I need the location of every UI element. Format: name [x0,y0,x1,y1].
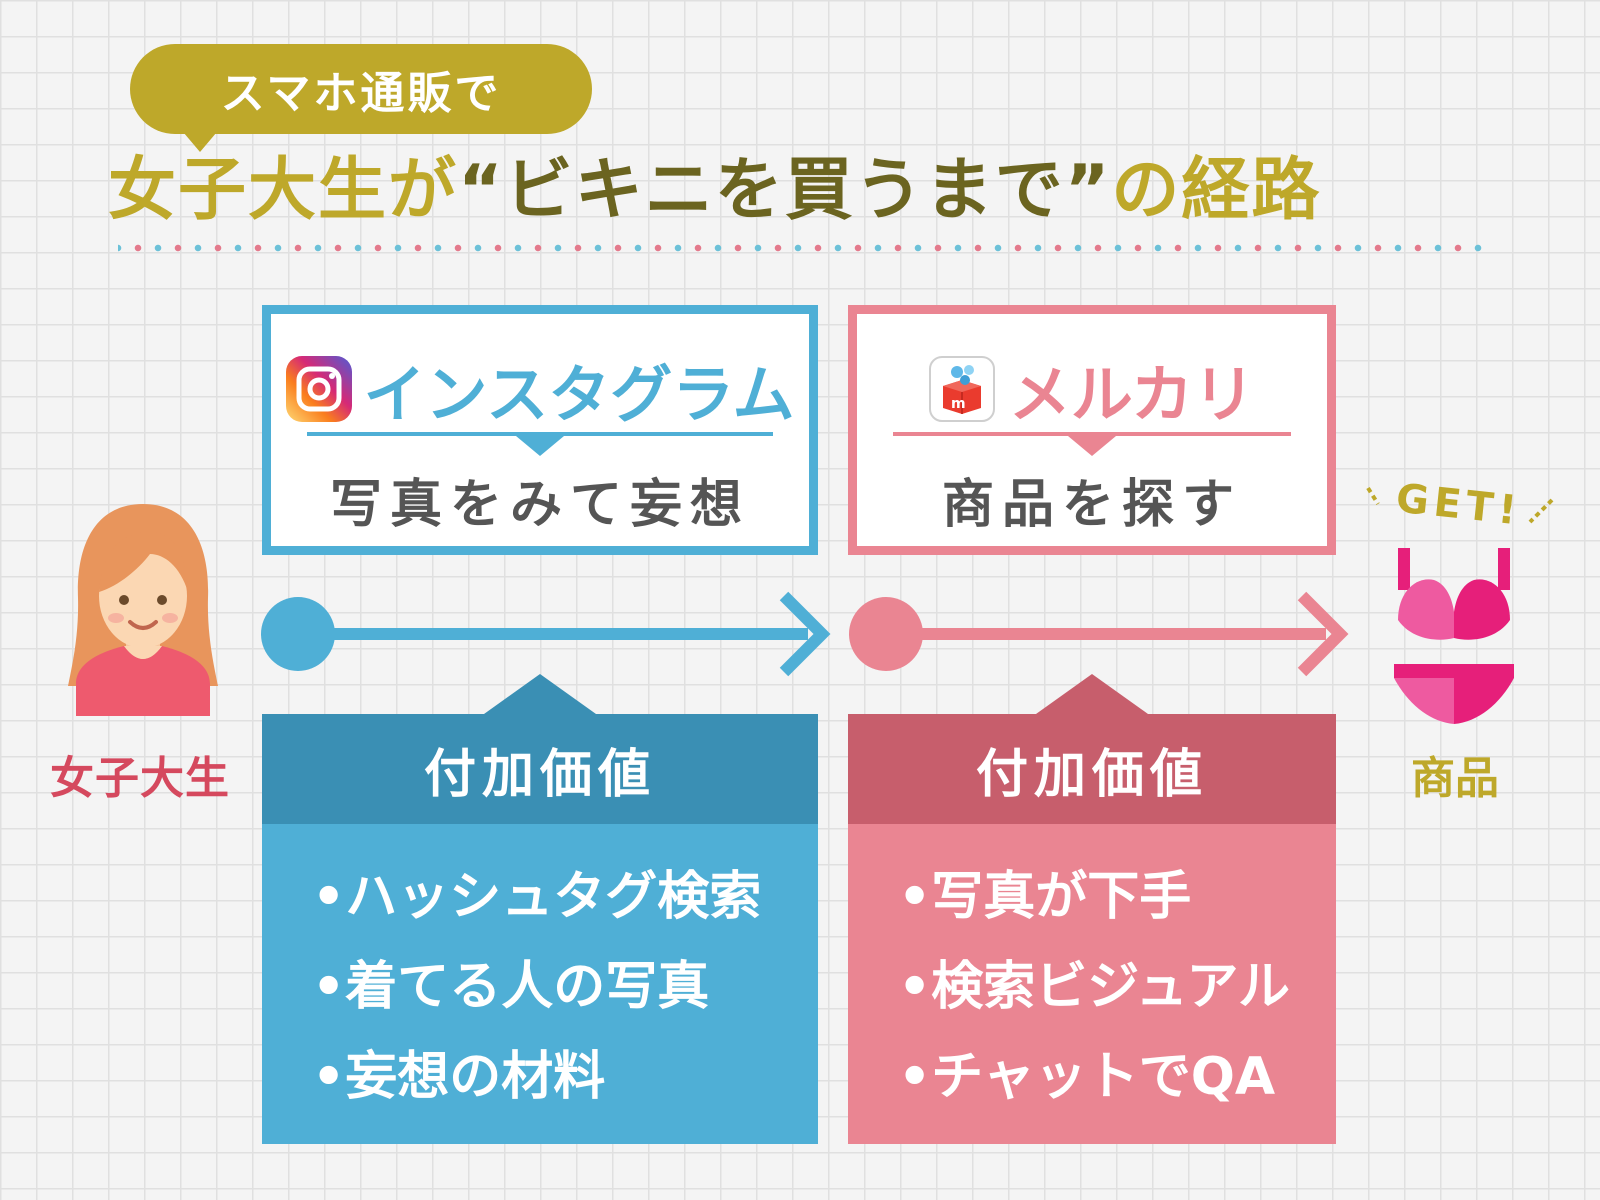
mercari-caption: 商品を探す [941,475,1242,535]
instagram-value-list: •ハッシュタグ検索 •着てる人の写真 •妄想の材料 [262,824,818,1144]
mercari-title: m メルカリ [857,344,1327,434]
instagram-caption: 写真をみて妄想 [329,475,750,535]
mercari-step-box: m メルカリ 商品を探す [848,305,1336,555]
bikini-icon [1394,548,1514,724]
instagram-value-header: 付加価値 [262,714,818,824]
mercari-value-item: •検索ビジュアル [898,957,1291,1017]
instagram-name: インスタグラム [363,358,795,431]
instagram-arrow [261,591,831,677]
page-title: 女子大生が“ビキニを買うまで”の経路 [108,146,1508,236]
subtitle-text: スマホ通販で [220,68,502,119]
instagram-icon [285,356,352,422]
instagram-title: インスタグラム [271,344,809,434]
instagram-rule [307,432,773,436]
bubble-tail [178,126,222,152]
instagram-value-pointer [484,674,596,714]
mercari-value-pointer [1036,674,1148,714]
instagram-notch [516,436,564,456]
dotted-divider [118,244,1484,252]
instagram-step-box: インスタグラム 写真をみて妄想 [262,305,818,555]
instagram-value-item: •妄想の材料 [312,1047,606,1107]
mercari-icon: m [928,356,995,422]
mercari-arrow [849,591,1349,677]
mercari-value-title: 付加価値 [975,744,1208,805]
persona-label: 女子大生 [50,753,230,804]
get-sparkle-icon [1366,486,1554,524]
mercari-value-list: •写真が下手 •検索ビジュアル •チャットでQA [848,824,1336,1144]
flow-arrows [261,591,1349,677]
mercari-rule [893,432,1291,436]
instagram-value-item: •着てる人の写真 [312,957,710,1017]
svg-text:m: m [951,396,966,412]
value-pointers [484,674,1148,714]
title-part-1: 女子大生が [108,151,459,230]
instagram-value-item: •ハッシュタグ検索 [312,867,762,927]
mercari-notch [1068,436,1116,456]
instagram-value-title: 付加価値 [423,744,656,805]
mercari-value-item: •チャットでQA [898,1047,1276,1107]
girl-avatar-icon [68,504,218,716]
title-part-3: の経路 [1111,151,1322,230]
mercari-value-header: 付加価値 [848,714,1336,824]
subtitle-bubble: スマホ通販で [130,44,592,134]
mercari-name: メルカリ [1008,358,1256,431]
title-part-2: “ビキニを買うまで” [458,151,1112,230]
mercari-value-item: •写真が下手 [898,867,1192,927]
goal-label: 商品 [1411,753,1499,804]
